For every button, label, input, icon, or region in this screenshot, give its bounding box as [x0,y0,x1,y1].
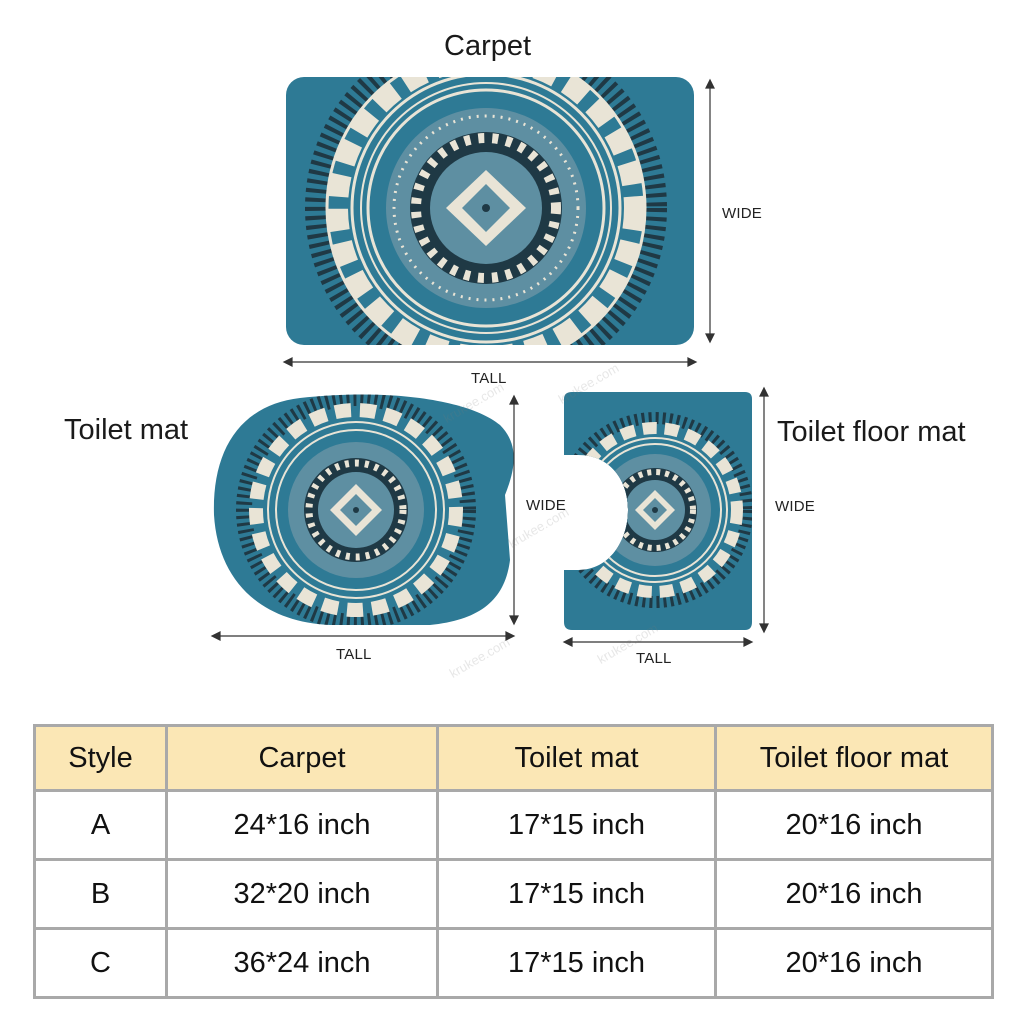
header-carpet: Carpet [165,724,439,792]
header-style: Style [33,724,168,792]
toilet-mat-tall-label: TALL [336,646,372,663]
dimension-arrows [210,78,769,647]
carpet-wide-label: WIDE [722,205,762,222]
size-table: Style Carpet Toilet mat Toilet floor mat… [33,724,994,999]
cell-toilet-mat-size: 17*15 inch [436,858,717,930]
header-toilet-mat: Toilet mat [436,724,717,792]
toilet-floor-mat-tall-label: TALL [636,650,672,667]
cell-toilet-mat-size: 17*15 inch [436,789,717,861]
toilet-mat-image [213,394,514,625]
carpet-mat-image [286,77,694,345]
table-row: A 24*16 inch 17*15 inch 20*16 inch [33,789,994,861]
cell-toilet-floor-mat-size: 20*16 inch [714,858,994,930]
cell-toilet-mat-size: 17*15 inch [436,927,717,999]
cell-toilet-floor-mat-size: 20*16 inch [714,927,994,999]
cell-carpet-size: 32*20 inch [165,858,439,930]
carpet-title: Carpet [444,30,532,62]
header-toilet-floor-mat: Toilet floor mat [714,724,994,792]
toilet-floor-mat-image [564,392,752,630]
cell-style: B [33,858,168,930]
toilet-floor-mat-title: Toilet floor mat [777,416,966,448]
table-header-row: Style Carpet Toilet mat Toilet floor mat [33,724,994,792]
toilet-floor-mat-wide-label: WIDE [775,498,815,515]
cell-carpet-size: 24*16 inch [165,789,439,861]
toilet-mat-wide-label: WIDE [526,497,566,514]
cell-toilet-floor-mat-size: 20*16 inch [714,789,994,861]
cell-carpet-size: 36*24 inch [165,927,439,999]
carpet-tall-label: TALL [471,370,507,387]
toilet-mat-title: Toilet mat [64,414,189,446]
table-row: B 32*20 inch 17*15 inch 20*16 inch [33,858,994,930]
cell-style: A [33,789,168,861]
cell-style: C [33,927,168,999]
table-row: C 36*24 inch 17*15 inch 20*16 inch [33,927,994,999]
